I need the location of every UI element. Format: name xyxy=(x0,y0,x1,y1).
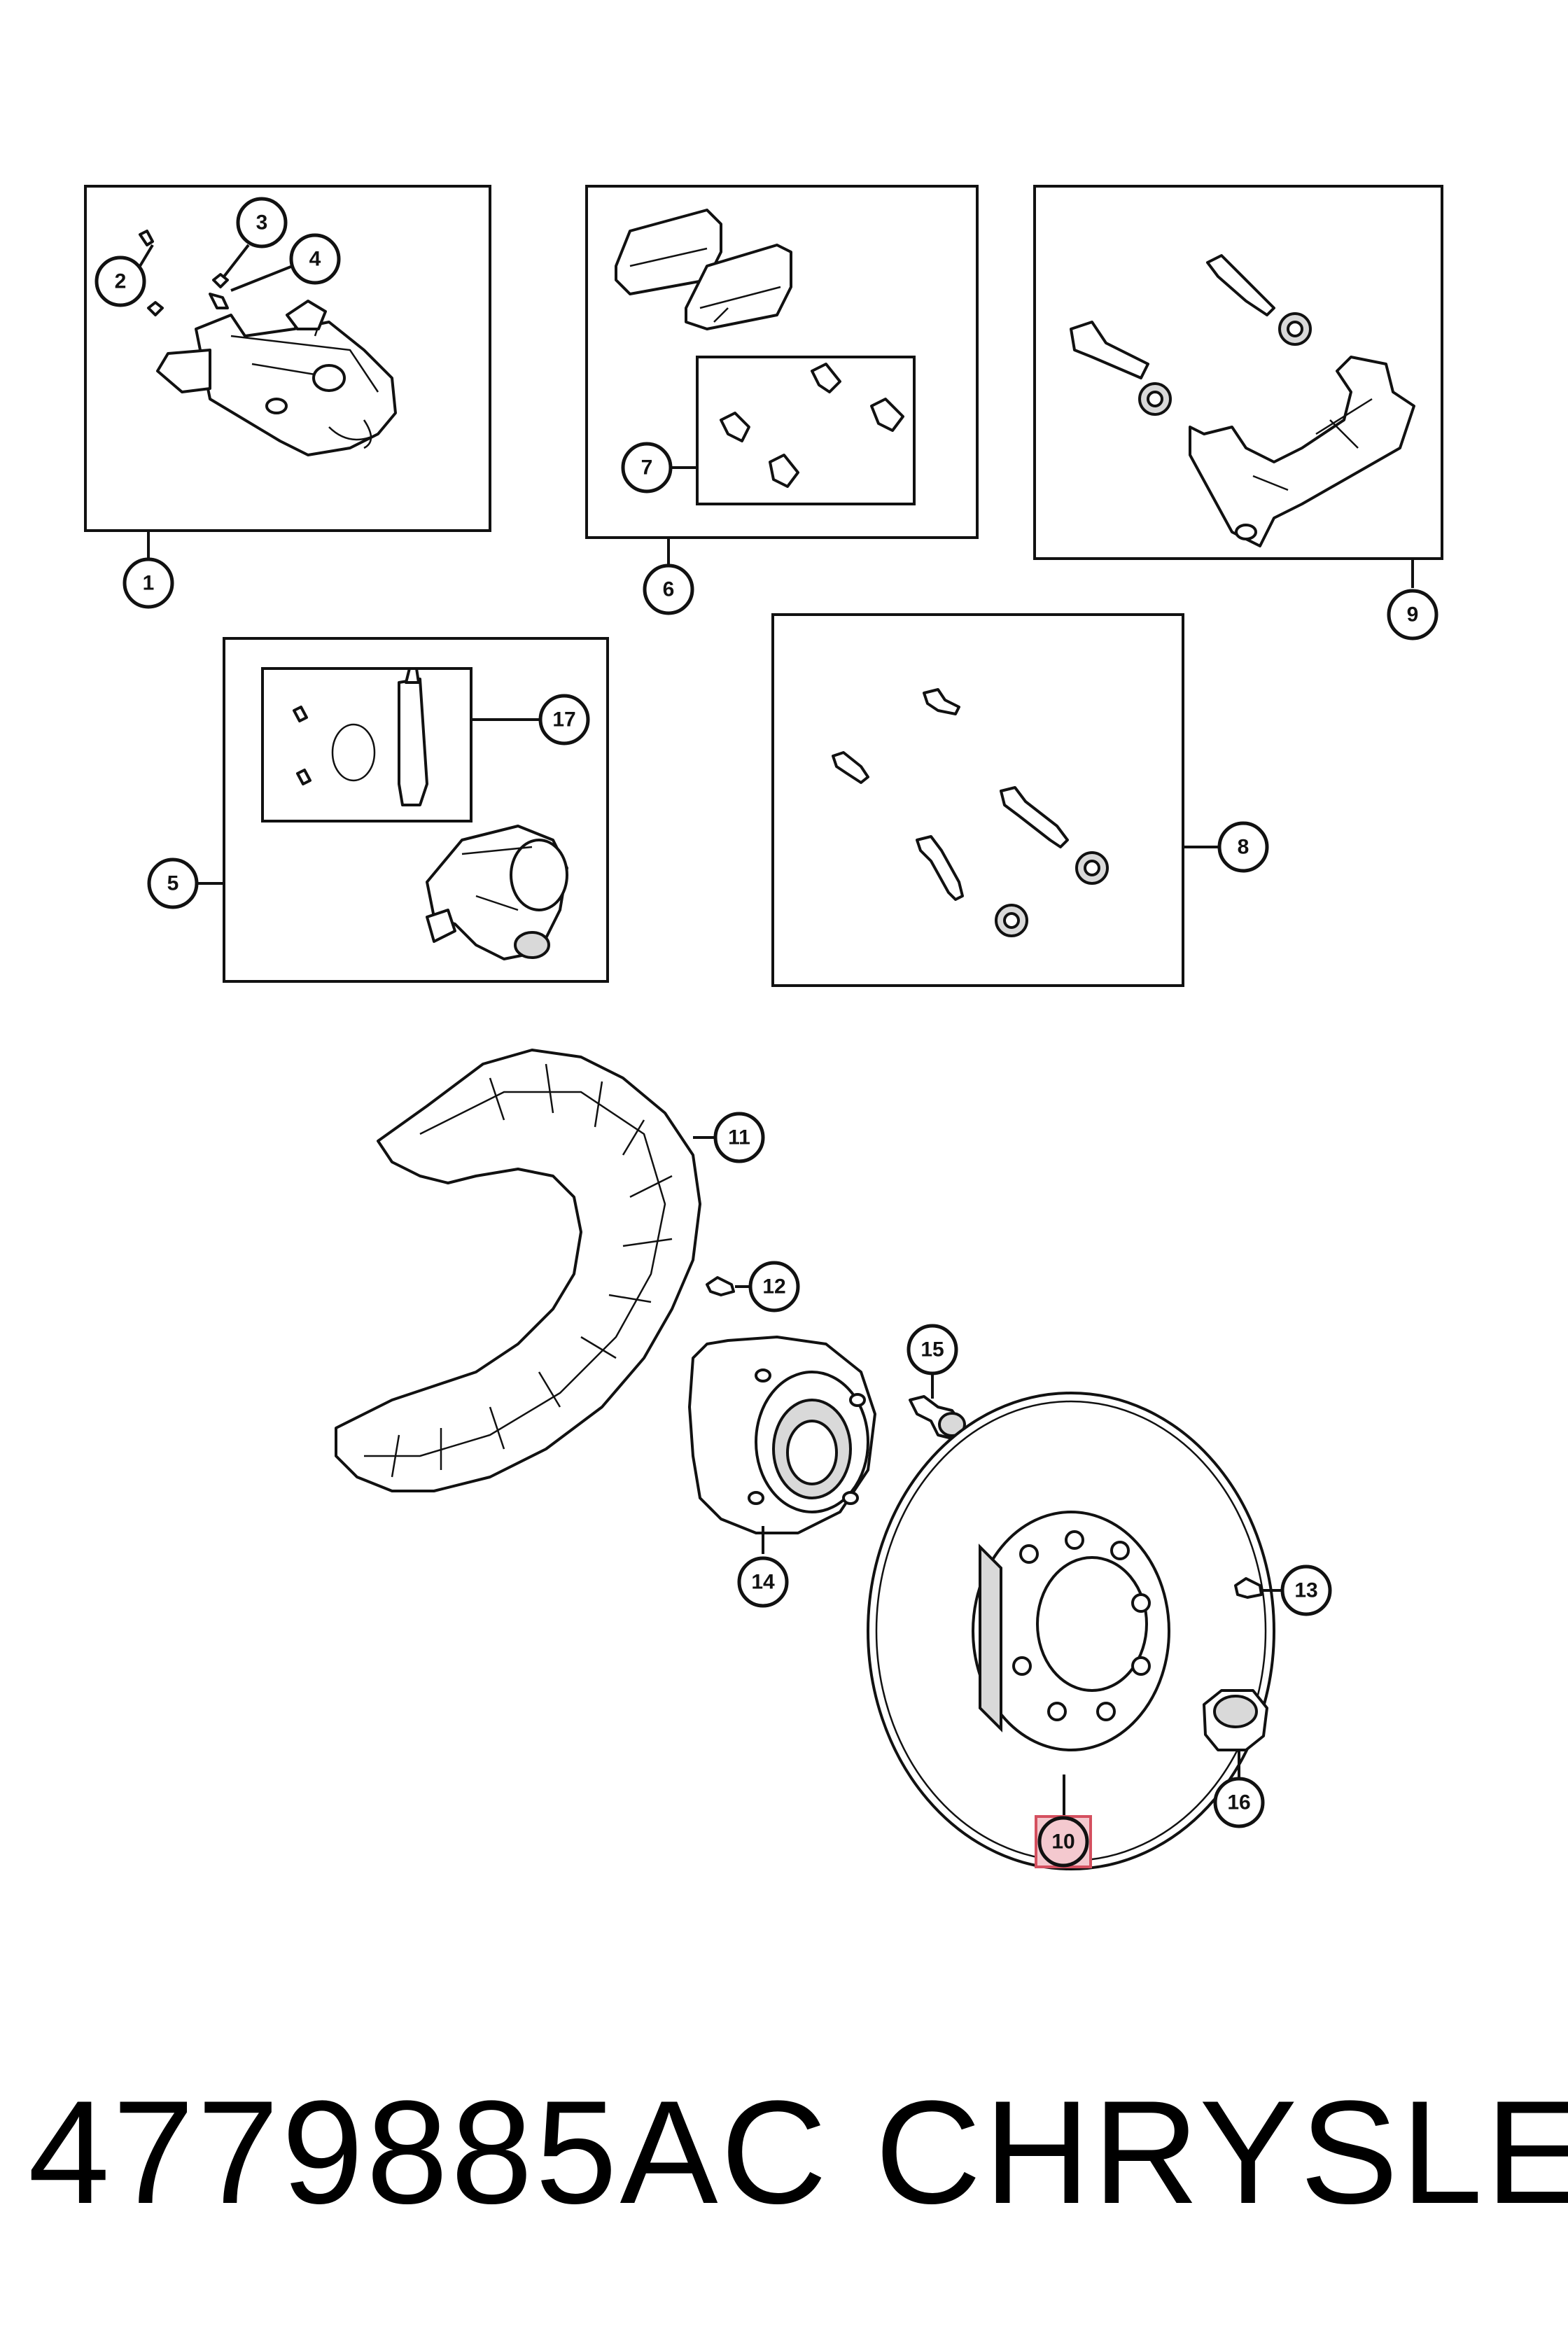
bolt-15-illustration xyxy=(909,1395,966,1440)
callout-4[interactable]: 4 xyxy=(230,233,341,292)
callout-5-label: 5 xyxy=(167,872,179,895)
callout-14[interactable]: 14 xyxy=(737,1556,789,1608)
callout-10-label: 10 xyxy=(1051,1830,1074,1854)
callout-17[interactable]: 17 xyxy=(538,694,590,746)
screw-13-illustration xyxy=(1234,1577,1263,1599)
callout-17-label: 17 xyxy=(552,708,575,732)
parking-brake-motor-illustration xyxy=(293,667,568,960)
callout-7[interactable]: 7 xyxy=(621,442,697,493)
caliper-bracket-illustration xyxy=(1070,254,1415,547)
callout-3[interactable]: 3 xyxy=(223,197,288,278)
callout-2[interactable]: 2 xyxy=(94,244,154,307)
nut-16-illustration xyxy=(1203,1689,1268,1751)
callout-14-label: 14 xyxy=(751,1571,775,1594)
bolt-12-illustration xyxy=(706,1276,735,1296)
group-box-6 xyxy=(585,185,979,566)
callout-6-label: 6 xyxy=(663,578,675,601)
callout-8[interactable]: 8 xyxy=(1217,821,1269,873)
callout-4-label: 4 xyxy=(309,248,321,271)
pins-bushings-illustration xyxy=(832,688,1109,937)
callout-12[interactable]: 12 xyxy=(748,1261,800,1312)
callout-16-label: 16 xyxy=(1227,1791,1250,1814)
part-number-text: 4779885AC xyxy=(28,2070,830,2234)
callout-11-label: 11 xyxy=(728,1126,750,1149)
brand-text: CHRYSLER xyxy=(875,2070,1568,2234)
callout-3-label: 3 xyxy=(256,211,268,234)
callout-9[interactable]: 9 xyxy=(1387,589,1438,640)
hub-bearing-illustration xyxy=(688,1336,876,1534)
callout-13[interactable]: 13 xyxy=(1280,1564,1332,1616)
callout-15[interactable]: 15 xyxy=(906,1324,958,1376)
callout-13-label: 13 xyxy=(1294,1579,1317,1602)
callout-12-label: 12 xyxy=(762,1275,785,1298)
callout-16[interactable]: 16 xyxy=(1213,1777,1265,1828)
group-box-9 xyxy=(1033,185,1443,588)
callout-8-label: 8 xyxy=(1238,836,1250,859)
group-box-5 xyxy=(196,637,609,983)
group-box-1 xyxy=(84,185,491,560)
callout-5[interactable]: 5 xyxy=(147,858,199,909)
caliper-illustration xyxy=(139,230,397,456)
brake-pads-illustration xyxy=(615,209,904,488)
group-box-8 xyxy=(771,613,1219,987)
callout-11[interactable]: 11 xyxy=(713,1112,765,1163)
callout-15-label: 15 xyxy=(920,1338,944,1362)
callout-7-label: 7 xyxy=(641,456,653,479)
dust-shield-illustration xyxy=(335,1049,701,1492)
callout-9-label: 9 xyxy=(1407,603,1419,626)
callout-1-label: 1 xyxy=(143,572,155,595)
callout-1[interactable]: 1 xyxy=(122,557,174,609)
brake-rotor-illustration xyxy=(867,1392,1275,1870)
callout-2-label: 2 xyxy=(115,270,127,293)
callout-6[interactable]: 6 xyxy=(643,564,694,615)
callout-10[interactable]: 10 xyxy=(1035,1815,1092,1868)
